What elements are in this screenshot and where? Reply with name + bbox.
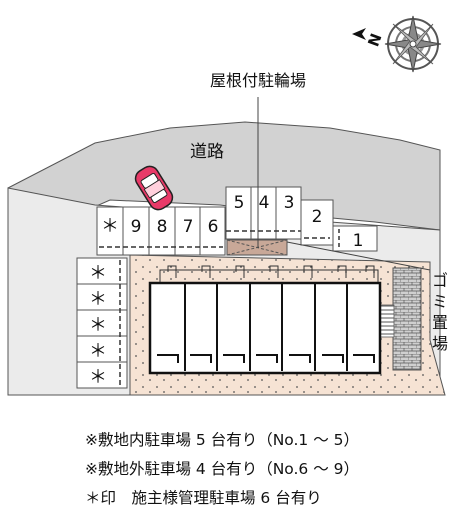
apartment-building	[148, 265, 382, 375]
slot-2-box: 2	[300, 199, 334, 246]
slot-7: 7	[183, 217, 194, 237]
svg-text:置: 置	[432, 313, 448, 332]
slot-5: 5	[234, 193, 245, 213]
slot-4: 4	[259, 193, 270, 213]
road-label: 道路	[190, 142, 224, 162]
slot-6: 6	[208, 217, 219, 237]
svg-text:ゴ: ゴ	[432, 271, 448, 290]
top-slots: ＊ 9 8 7 6	[96, 206, 226, 256]
slot-left-5: ＊	[89, 367, 107, 388]
slot-1-box: 1	[332, 225, 378, 252]
svg-text:場: 場	[432, 334, 448, 353]
garbage-label: ゴ ミ 置 場	[432, 271, 448, 353]
shelter-label: 屋根付駐輪場	[210, 71, 306, 90]
slot-8: 8	[157, 217, 168, 237]
boundary-wall	[392, 267, 422, 371]
svg-text:ミ: ミ	[432, 292, 448, 311]
site-map: 道路 5 4 3 2 1 屋根付駐輪場 ゴ ミ 置	[7, 15, 448, 396]
compass-icon	[384, 15, 442, 73]
note-owner: ＊印 施主様管理駐車場 6 台有り	[85, 489, 322, 507]
slot-left-1: ＊	[89, 263, 107, 284]
garbage-leader	[286, 241, 431, 271]
slot-left-2: ＊	[89, 289, 107, 310]
slot-9: 9	[131, 217, 142, 237]
left-slots: ＊ ＊ ＊ ＊ ＊	[76, 257, 128, 389]
garbage-area	[379, 304, 395, 338]
upper-slots: 5 4 3	[225, 186, 302, 240]
bike-shelter	[226, 239, 288, 256]
slot-2: 2	[312, 207, 323, 227]
note-onsite: ※敷地内駐車場 5 台有り（No.1 ～ 5）	[85, 431, 360, 449]
slot-left-4: ＊	[89, 341, 107, 362]
slot-3: 3	[284, 193, 295, 213]
car-icon	[134, 165, 174, 211]
slot-top-star: ＊	[101, 216, 119, 237]
note-offsite: ※敷地外駐車場 4 台有り（No.6 ～ 9）	[85, 460, 360, 478]
north-label: N	[364, 31, 385, 49]
slot-1: 1	[353, 231, 364, 251]
slot-left-3: ＊	[89, 315, 107, 336]
north-arrow-icon: N	[352, 28, 386, 49]
